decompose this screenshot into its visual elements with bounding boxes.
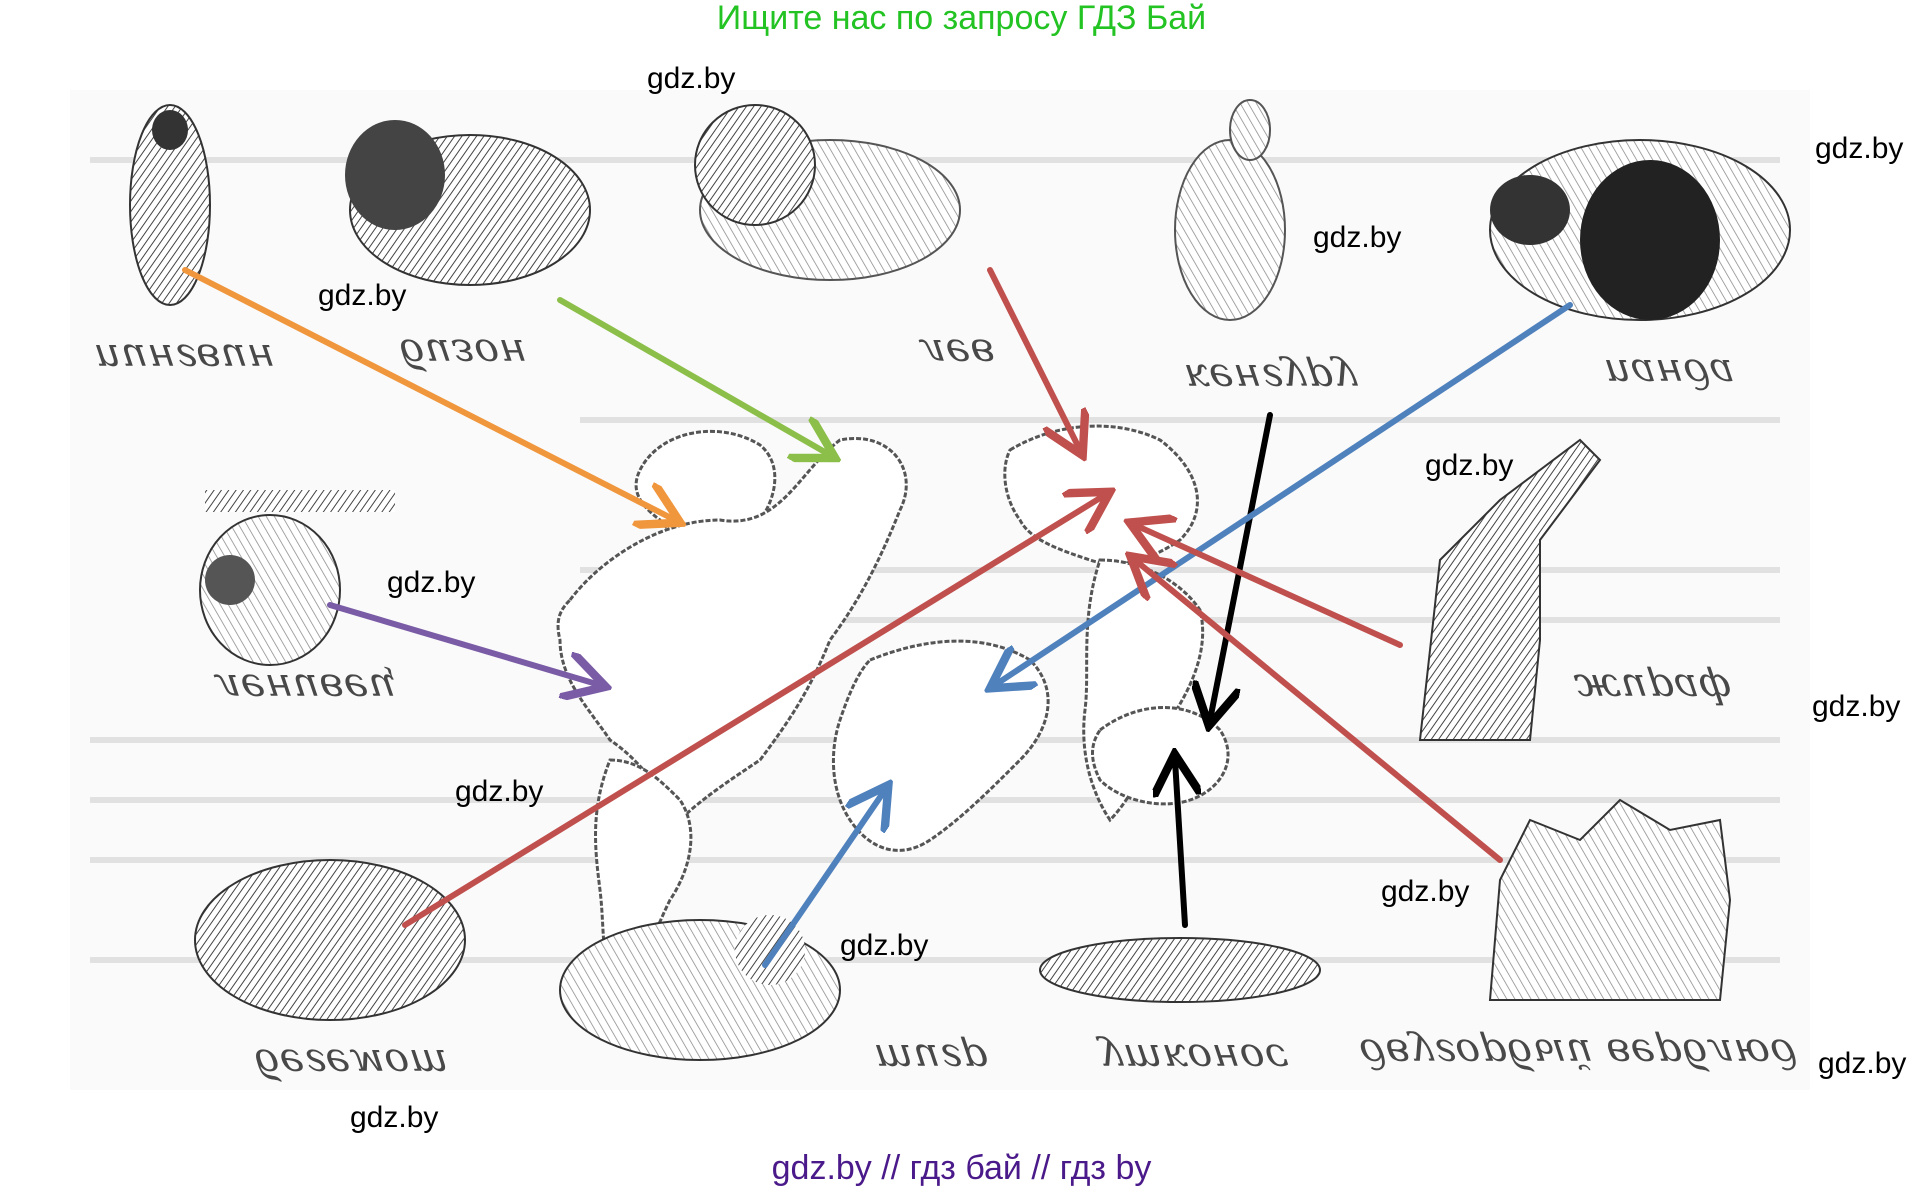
animal-camel [1488, 798, 1732, 1001]
watermark: gdz.by [647, 62, 736, 95]
watermark: gdz.by [1425, 449, 1514, 482]
watermark: gdz.by [1812, 690, 1901, 723]
label-giraffe: жираф [1571, 665, 1736, 711]
arrow-tiger [762, 790, 885, 968]
animal-giraffe [1418, 438, 1602, 741]
animal-hippo [194, 859, 466, 1021]
arrow-giraffe [1135, 525, 1403, 648]
arrow-lion [987, 267, 1080, 450]
label-hippo: бегемот [251, 1040, 453, 1086]
watermark: gdz.by [840, 929, 929, 962]
arrow-camel [1135, 560, 1503, 863]
label-tiger: тигр [871, 1035, 992, 1081]
label-sloth: ленивец [211, 665, 402, 711]
animal-bison [345, 120, 591, 286]
watermark: gdz.by [1818, 1047, 1907, 1080]
animal-kangaroo [1174, 99, 1286, 321]
arrow-panda [995, 302, 1573, 685]
watermark: gdz.by [455, 775, 544, 808]
label-platypus: утконос [1096, 1035, 1293, 1081]
watermark: gdz.by [350, 1101, 439, 1134]
promo-banner: Ищите нас по запросу ГДЗ Бай [716, 0, 1207, 37]
animal-panda [1489, 139, 1791, 321]
arrow-kangaroo [1210, 412, 1273, 720]
label-penguin: пингвин [91, 335, 279, 381]
australia [1091, 706, 1230, 806]
label-panda: панда [1601, 350, 1739, 396]
watermark: gdz.by [1313, 221, 1402, 254]
label-kangaroo: кенгуру [1181, 355, 1362, 401]
arrow-platypus [1175, 760, 1185, 928]
animal-penguin [129, 104, 211, 306]
animal-platypus [1039, 937, 1321, 1003]
label-bison: бизон [396, 330, 531, 376]
arrow-hippo [402, 495, 1105, 928]
watermark: gdz.by [318, 279, 407, 312]
arrow-bison [557, 297, 830, 455]
label-camel: двугорбый верблюд [1356, 1030, 1801, 1076]
label-lion: лев [916, 330, 999, 376]
animal-sloth [199, 490, 395, 666]
sites-footer: gdz.by // гдз бай // гдз by [771, 1149, 1152, 1187]
arrow-penguin [182, 267, 675, 520]
north-america [556, 437, 908, 823]
watermark: gdz.by [1381, 875, 1470, 908]
animal-lion [694, 104, 961, 281]
watermark: gdz.by [387, 566, 476, 599]
arrow-sloth [327, 602, 600, 685]
watermark: gdz.by [1815, 132, 1904, 165]
arrows [182, 267, 1573, 968]
